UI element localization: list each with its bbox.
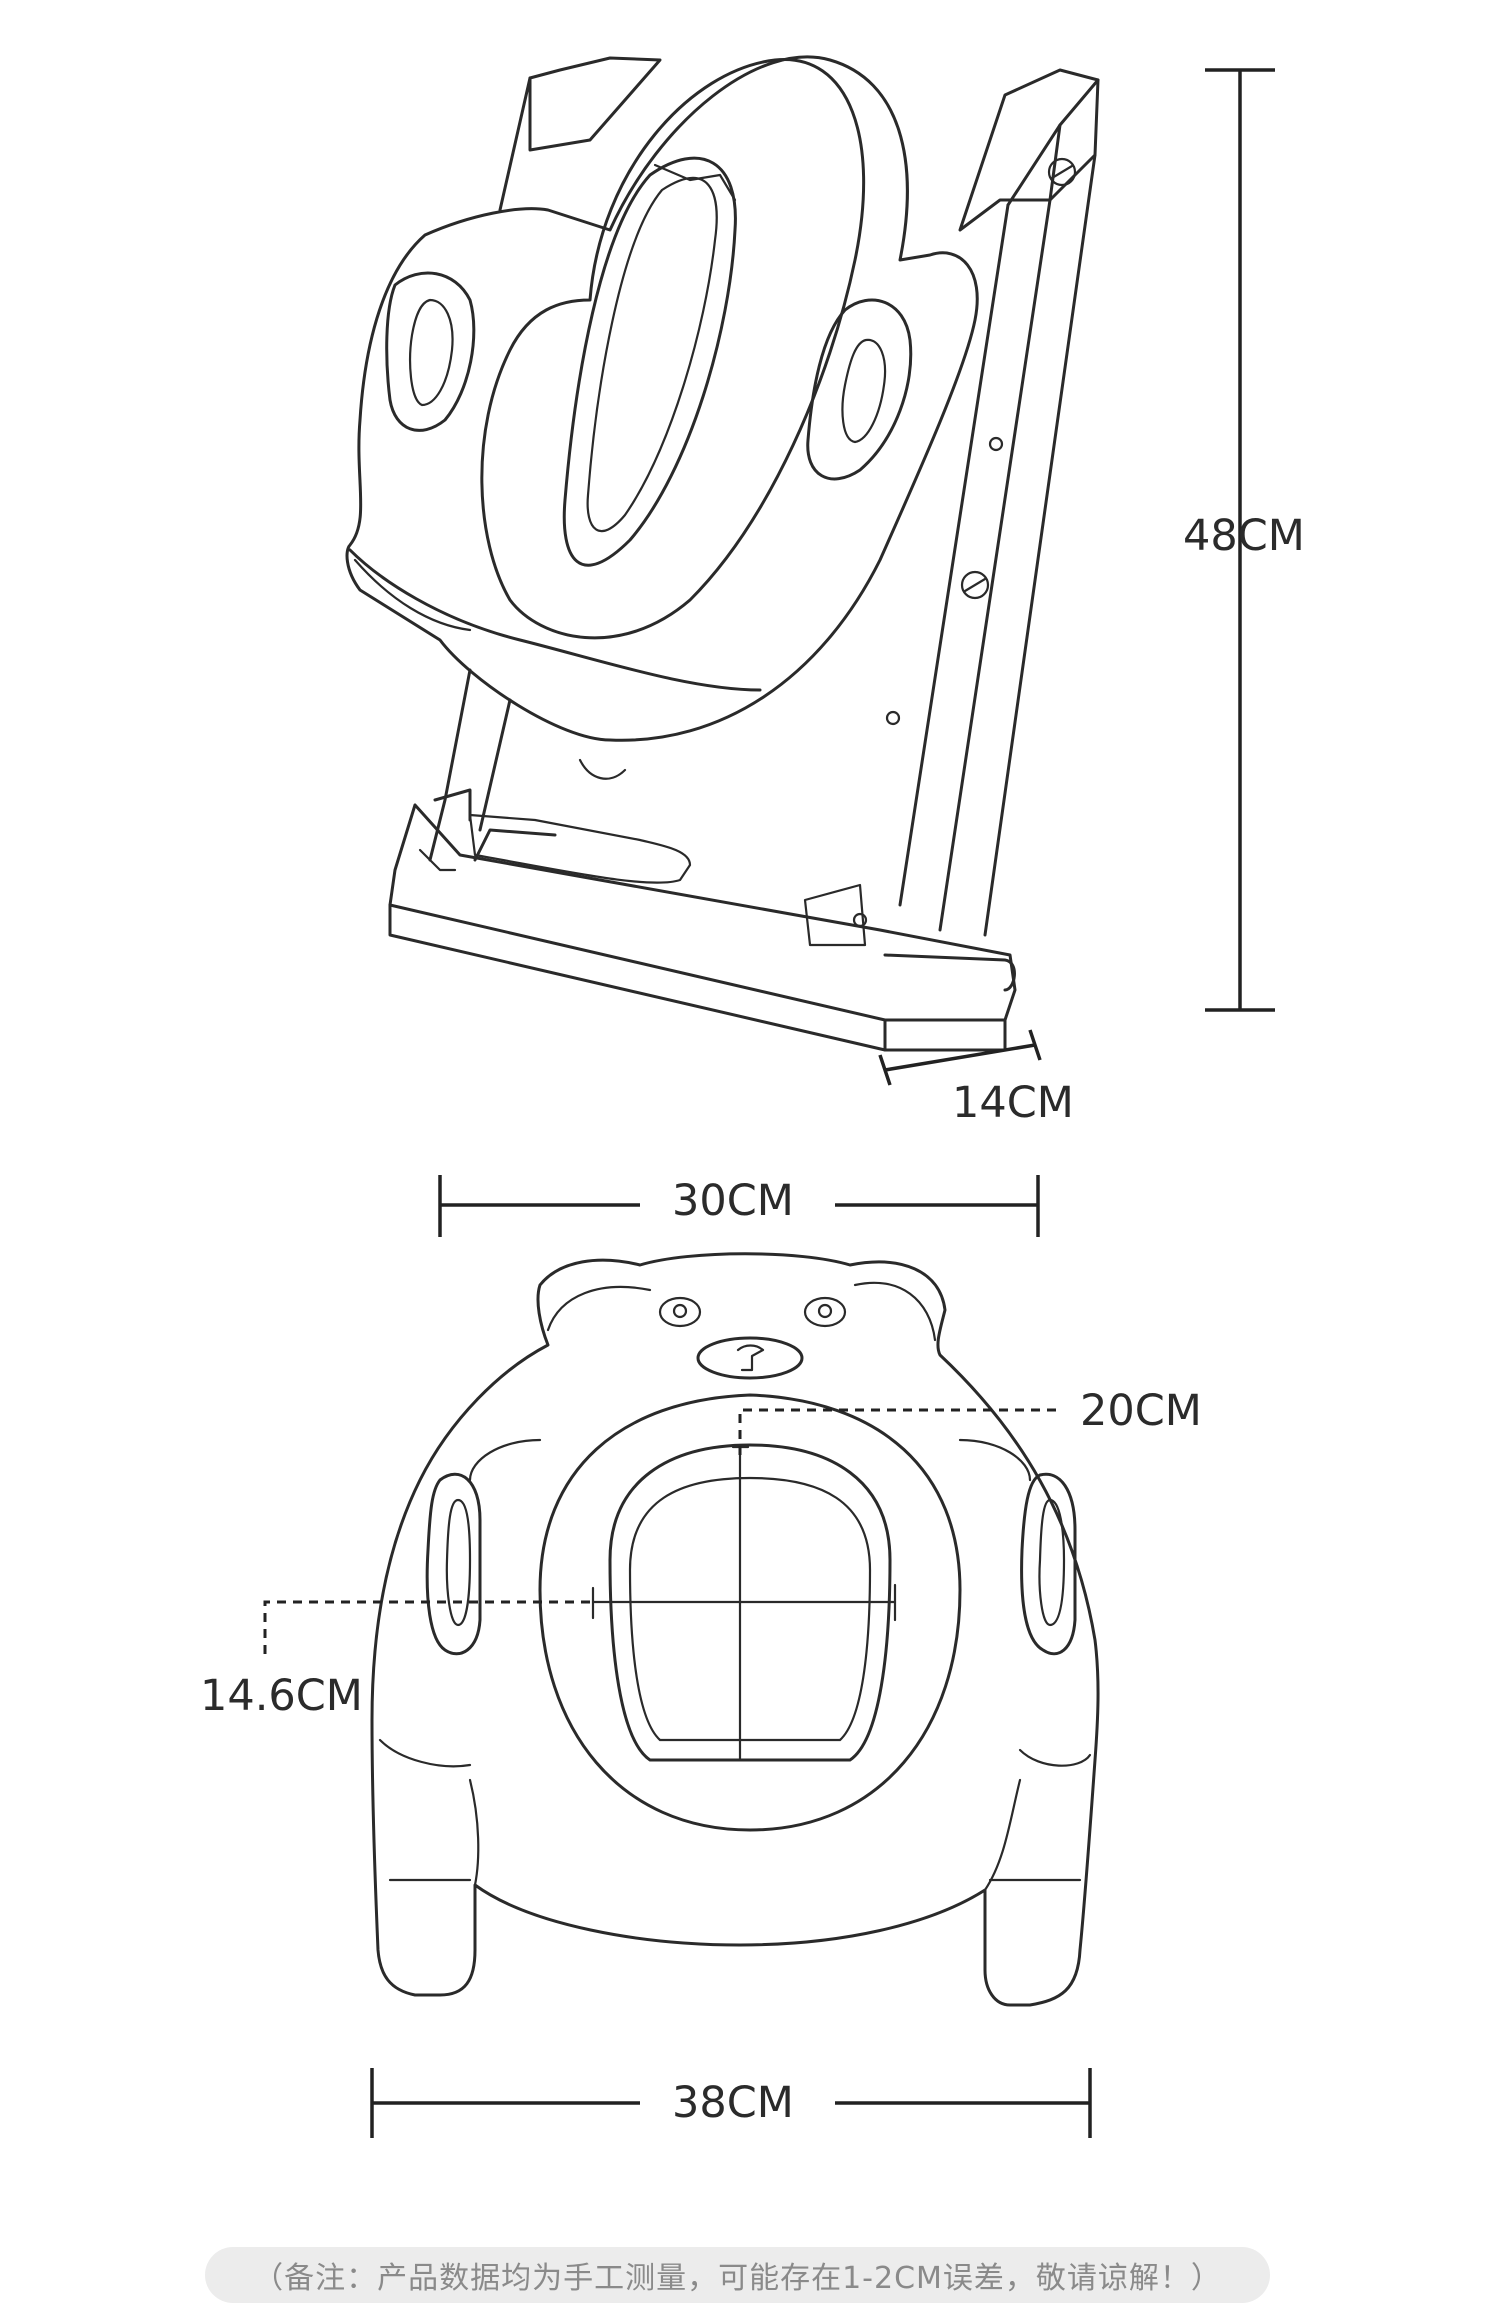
top-width-label: 30CM (672, 1176, 794, 1226)
opening-width-callout: 14.6CM (200, 1600, 590, 1721)
depth-dimension: 14CM (878, 1029, 1074, 1128)
front-view-illustration (370, 1252, 1100, 2007)
opening-crosshair (591, 1443, 897, 1762)
base-width-dimension: 38CM (370, 2068, 1092, 2138)
opening-length-label: 20CM (1080, 1386, 1202, 1436)
depth-label: 14CM (952, 1078, 1074, 1128)
measurement-note: （备注：产品数据均为手工测量，可能存在1-2CM误差，敬请谅解！） (205, 2247, 1270, 2303)
top-width-dimension: 30CM (438, 1175, 1040, 1237)
height-dimension: 48CM (1183, 68, 1305, 1012)
opening-width-label: 14.6CM (200, 1671, 363, 1721)
opening-length-callout: 20CM (738, 1386, 1202, 1455)
height-label: 48CM (1183, 511, 1305, 561)
base-width-label: 38CM (672, 2078, 794, 2128)
side-view-illustration (345, 55, 1100, 1052)
